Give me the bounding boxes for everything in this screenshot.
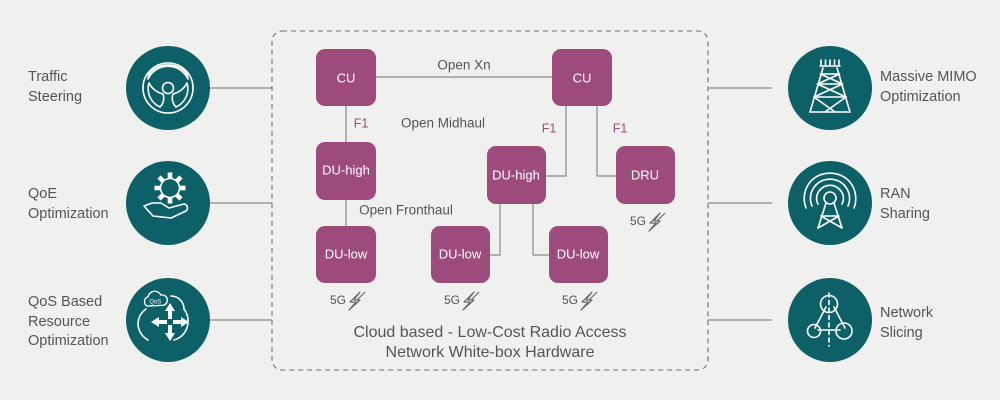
- node-du-high-left-label: DU-high: [322, 162, 370, 177]
- right-feature-icon-network-slicing[interactable]: [788, 278, 872, 362]
- lightning-bolt-accent-icon: [588, 291, 598, 301]
- radio-tag-dru: 5G: [630, 212, 666, 232]
- lightning-bolt-icon: [348, 291, 361, 311]
- node-du-low-mid[interactable]: DU-low: [431, 226, 490, 283]
- node-du-high-mid[interactable]: DU-high: [487, 146, 546, 204]
- link-label-f1-right: F1: [613, 121, 628, 135]
- lightning-bolt-accent-icon: [356, 291, 366, 301]
- node-du-low-right-label: DU-low: [557, 246, 600, 261]
- node-cu-left[interactable]: CU: [316, 49, 376, 106]
- broadcast-antenna-icon: [803, 172, 857, 229]
- svg-text:QoS: QoS: [149, 299, 161, 305]
- left-feature-icon-qoe-optimization[interactable]: [126, 161, 210, 245]
- right-feature-label-ran-sharing: RAN Sharing: [880, 186, 930, 222]
- left-feature-label-qoe-optimization: QoE Optimization: [28, 186, 109, 222]
- cloud-ran-dashed-container: [271, 30, 709, 371]
- node-dru-label: DRU: [631, 167, 659, 182]
- node-du-low-mid-label: DU-low: [439, 246, 482, 261]
- qos-cloud-arrows-icon: QoS: [137, 290, 189, 341]
- right-feature-label-network-slicing: Network Slicing: [880, 305, 934, 341]
- link-f1-right: [596, 106, 616, 177]
- radio-tag-du-low-left-label: 5G: [330, 293, 346, 307]
- node-cu-left-label: CU: [337, 70, 356, 85]
- link-label-f1-mid: F1: [542, 121, 557, 135]
- left-feature-icon-traffic-steering[interactable]: [126, 46, 210, 130]
- node-du-low-left[interactable]: DU-low: [316, 226, 376, 283]
- right-feature-icon-massive-mimo[interactable]: [788, 46, 872, 130]
- node-du-high-mid-label: DU-high: [492, 167, 540, 182]
- right-feature-label-massive-mimo-optimization: Massive MIMO Optimization: [880, 69, 977, 105]
- gear-in-hand-icon: [143, 172, 189, 219]
- link-fronthaul-mid-to-left: [490, 204, 501, 256]
- steering-wheel-icon: [142, 62, 194, 114]
- node-du-low-right[interactable]: DU-low: [549, 226, 608, 283]
- link-f1-mid: [546, 106, 567, 177]
- left-feature-label-qos-resource-optimization: QoS Based Resource Optimization: [28, 294, 109, 350]
- cloud-box-caption-line1: Cloud based - Low-Cost Radio Access: [353, 324, 626, 341]
- cloud-box-caption-line2: Network White-box Hardware: [386, 344, 595, 361]
- link-label-open-fronthaul: Open Fronthaul: [359, 203, 453, 218]
- link-fronthaul-mid-to-right: [532, 204, 549, 256]
- node-dru[interactable]: DRU: [616, 146, 675, 204]
- radio-tag-du-low-right-label: 5G: [562, 293, 578, 307]
- link-label-open-xn: Open Xn: [437, 58, 490, 73]
- link-label-open-midhaul: Open Midhaul: [401, 116, 485, 131]
- cell-tower-icon: [809, 59, 851, 113]
- cloud-shape: QoS: [143, 290, 168, 307]
- right-feature-icon-ran-sharing[interactable]: [788, 161, 872, 245]
- left-feature-label-traffic-steering: Traffic Steering: [28, 69, 83, 105]
- radio-tag-dru-label: 5G: [630, 214, 646, 228]
- radio-tag-du-low-mid-label: 5G: [444, 293, 460, 307]
- node-du-low-left-label: DU-low: [325, 246, 368, 261]
- network-slicing-icon: [806, 292, 853, 347]
- radio-tag-du-low-mid: 5G: [444, 291, 480, 311]
- node-cu-right-label: CU: [573, 70, 592, 85]
- four-arrows: [151, 303, 189, 341]
- left-feature-icon-qos-resource-optimization[interactable]: QoS: [126, 278, 210, 362]
- lightning-bolt-icon: [462, 291, 475, 311]
- lightning-bolt-accent-icon: [656, 212, 666, 222]
- lightning-bolt-icon: [580, 291, 593, 311]
- node-du-high-left[interactable]: DU-high: [316, 142, 376, 200]
- radio-tag-du-low-left: 5G: [330, 291, 366, 311]
- lightning-bolt-accent-icon: [470, 291, 480, 301]
- node-cu-right[interactable]: CU: [552, 49, 612, 106]
- lightning-bolt-icon: [648, 212, 661, 232]
- radio-tag-du-low-right: 5G: [562, 291, 598, 311]
- link-label-f1-left: F1: [354, 116, 369, 130]
